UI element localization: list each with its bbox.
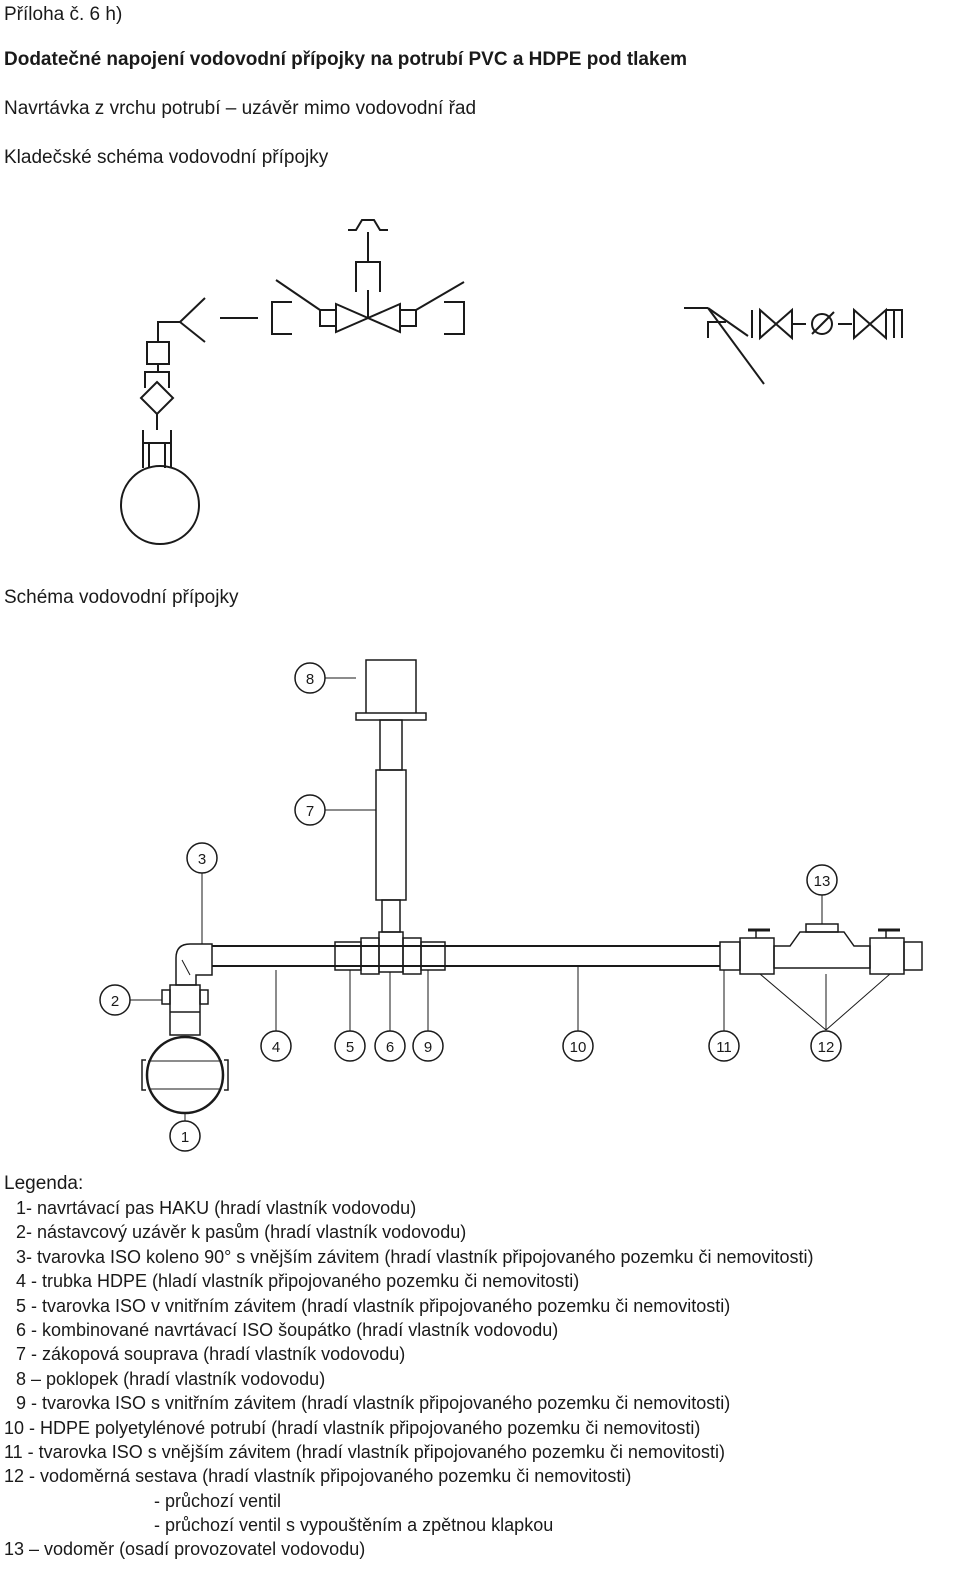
svg-text:6: 6 [386, 1039, 394, 1056]
legend-item: 7 - zákopová souprava (hradí vlastník vo… [16, 1344, 406, 1365]
legend-item: 5 - tvarovka ISO v vnitřním závitem (hra… [16, 1295, 731, 1316]
water-meter-symbol [811, 313, 833, 335]
svg-text:9: 9 [424, 1039, 432, 1056]
legend-item: 3- tvarovka ISO koleno 90° s vnějším záv… [16, 1246, 814, 1267]
svg-text:1: 1 [181, 1129, 189, 1146]
svg-text:12: 12 [818, 1039, 835, 1056]
callout-9: 9 [412, 1030, 444, 1062]
water-meter [773, 931, 871, 969]
callout-11: 11 [708, 1030, 740, 1062]
callout-13: 13 [806, 864, 838, 896]
legend-item: 11 - tvarovka ISO s vnějším závitem (hra… [4, 1441, 725, 1462]
legend-list: 1- navrtávací pas HAKU (hradí vlastník v… [4, 1196, 814, 1562]
svg-text:4: 4 [272, 1039, 280, 1056]
iso-fitting-9 [420, 941, 446, 971]
callout-4: 4 [260, 1030, 292, 1062]
cover-symbol [348, 219, 388, 231]
scheme-heading: Schéma vodovodní přípojky [4, 587, 239, 608]
tapping-saddle [141, 1059, 229, 1091]
callout-10: 10 [562, 1030, 594, 1062]
legend-item: 4 - trubka HDPE (hladí vlastník připojov… [16, 1271, 580, 1292]
socket-right-symbol [444, 301, 465, 335]
subtitle: Navrtávka z vrchu potrubí – uzávěr mimo … [4, 98, 477, 119]
iso-elbow [175, 943, 213, 986]
elbow-symbol [179, 297, 206, 323]
layout-schema-diagram [120, 219, 903, 545]
legend-item: 12 - vodoměrná sestava (hradí vlastník p… [4, 1466, 632, 1487]
annex-label: Příloha č. 6 h) [4, 4, 123, 25]
main-pipe-symbol [120, 465, 200, 545]
legend-item: 6 - kombinované navrtávací ISO šoupátko … [16, 1319, 559, 1340]
legend-item: 8 – poklopek (hradí vlastník vodovodu) [16, 1368, 326, 1389]
legend-item: 13 – vodoměr (osadí provozovatel vodovod… [4, 1539, 366, 1560]
svg-text:7: 7 [306, 803, 314, 820]
legend-item: 1- navrtávací pas HAKU (hradí vlastník v… [16, 1198, 417, 1218]
callout-5: 5 [334, 1030, 366, 1062]
legend-item: 10 - HDPE polyetylénové potrubí (hradí v… [4, 1417, 701, 1438]
callout-2: 2 [99, 984, 131, 1016]
legend-item: 9 - tvarovka ISO s vnitřním závitem (hra… [16, 1393, 731, 1414]
legend-subitem: - průchozí ventil [154, 1490, 282, 1511]
svg-text:5: 5 [346, 1039, 354, 1056]
svg-text:11: 11 [716, 1039, 732, 1056]
legend-heading: Legenda: [4, 1173, 84, 1194]
callout-3: 3 [186, 842, 218, 874]
callout-7: 7 [294, 794, 326, 826]
legend-subitem: - průchozí ventil s vypouštěním a zpětno… [154, 1515, 554, 1536]
fitting-transition-symbol [707, 307, 765, 385]
street-cover [355, 712, 427, 721]
callout-12: 12 [810, 1030, 842, 1062]
gate-valve-symbol [335, 302, 371, 334]
svg-text:3: 3 [198, 851, 206, 868]
svg-text:8: 8 [306, 671, 314, 688]
legend-item: 2- nástavcový uzávěr k pasům (hradí vlas… [16, 1222, 467, 1243]
leader-lines [130, 677, 891, 1122]
svg-text:2: 2 [111, 993, 119, 1010]
callout-1: 1 [169, 1120, 201, 1152]
callout-6: 6 [374, 1030, 406, 1062]
svg-text:13: 13 [814, 873, 831, 890]
page-title: Dodatečné napojení vodovodní přípojky na… [4, 49, 688, 70]
layout-heading: Kladečské schéma vodovodní přípojky [4, 147, 329, 168]
pass-valve-right-symbol [853, 307, 872, 341]
pass-valve-left-symbol [759, 307, 778, 341]
svg-text:10: 10 [570, 1039, 587, 1056]
callout-8: 8 [294, 662, 326, 694]
socket-left-symbol [271, 301, 292, 335]
